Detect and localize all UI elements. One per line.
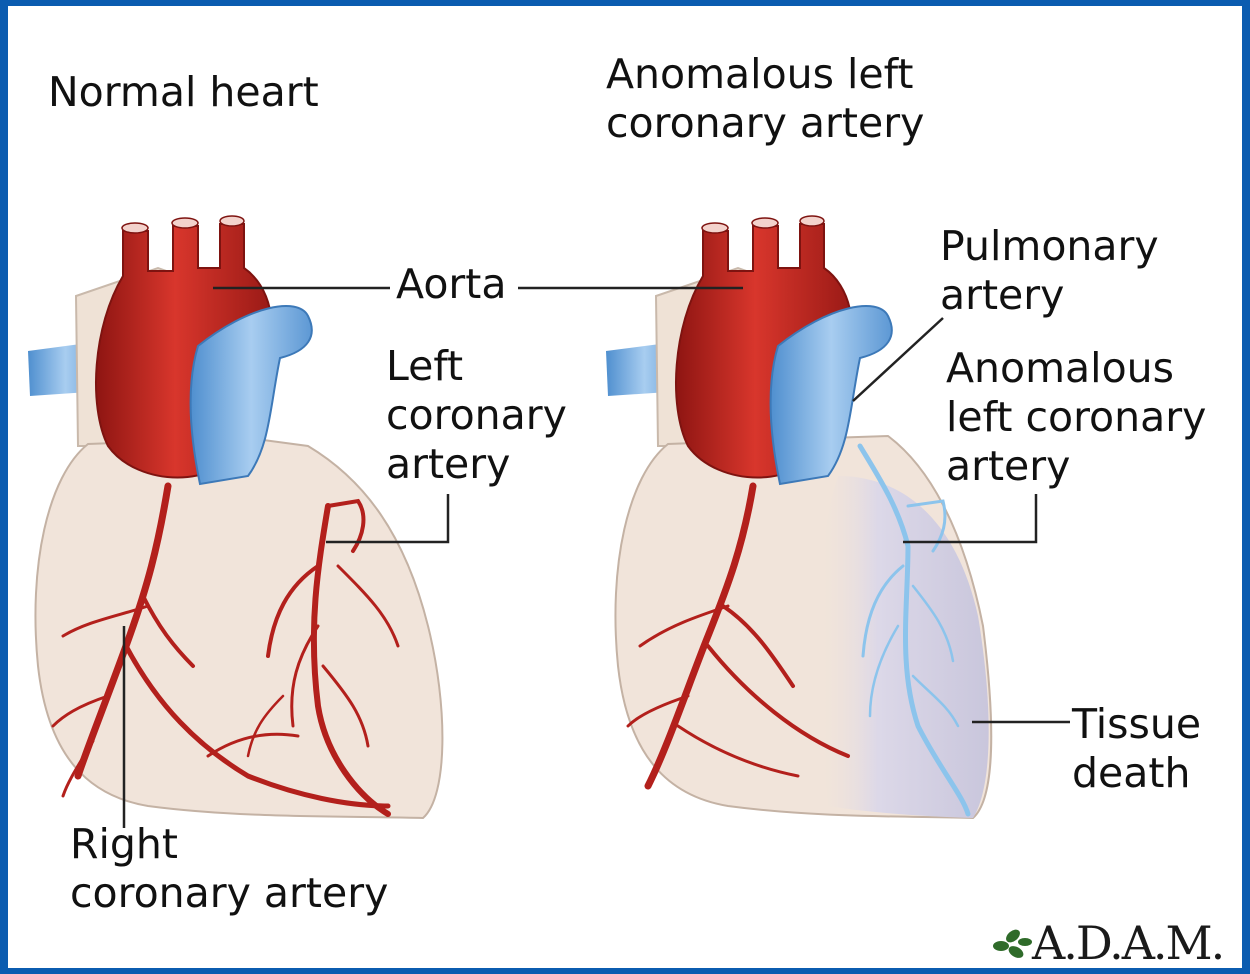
aorta-label: Aorta xyxy=(396,260,506,309)
left-coronary-artery-label: Left coronary artery xyxy=(386,342,567,489)
adam-logo: A.D.A.M. xyxy=(1032,916,1223,968)
aorta-branch-opening xyxy=(220,216,244,226)
adam-logo-leaf-icon xyxy=(993,927,1032,960)
right-coronary-artery-label: Right coronary artery xyxy=(70,820,388,918)
anomalous-title: Anomalous left coronary artery xyxy=(606,50,924,148)
aorta-branch-opening xyxy=(702,223,728,233)
aorta-branch-opening xyxy=(752,218,778,228)
normal-heart-title: Normal heart xyxy=(48,68,319,117)
anomalous-left-coronary-artery-label: Anomalous left coronary artery xyxy=(946,344,1206,491)
aorta-branch-opening xyxy=(172,218,198,228)
heart-body xyxy=(35,438,442,818)
pulmonary-artery-label: Pulmonary artery xyxy=(940,222,1159,320)
aorta-branch-opening xyxy=(122,223,148,233)
normal-heart-figure xyxy=(28,216,442,818)
aorta-branch-opening xyxy=(800,216,824,226)
illustration-canvas: Normal heart Anomalous left coronary art… xyxy=(8,6,1242,968)
tissue-death-label: Tissue death xyxy=(1072,700,1201,798)
anomalous-heart-figure xyxy=(606,216,991,818)
